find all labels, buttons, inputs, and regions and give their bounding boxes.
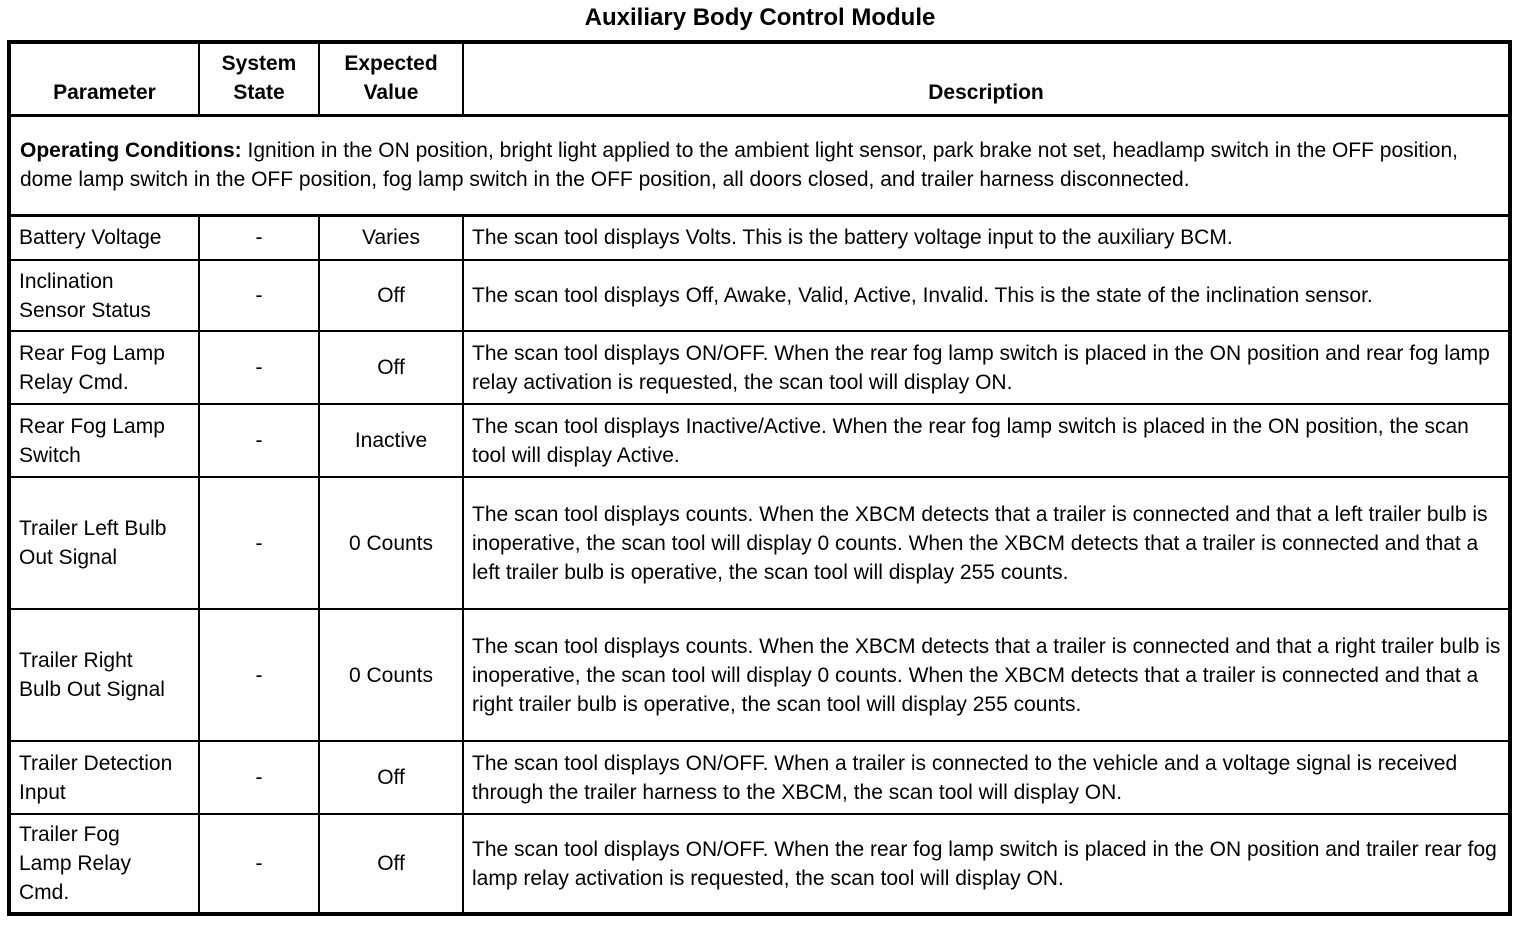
table-row: Trailer Left Bulb Out Signal - 0 Counts …	[8, 476, 1511, 610]
table-row: Rear Fog Lamp Switch - Inactive The scan…	[8, 403, 1511, 478]
system-state-cell: -	[198, 740, 320, 815]
operating-conditions-label: Operating Conditions:	[20, 139, 242, 162]
operating-conditions-text: Ignition in the ON position, bright ligh…	[20, 139, 1459, 191]
system-state-cell: -	[198, 476, 320, 610]
parameter-cell: Inclination Sensor Status	[8, 259, 200, 332]
column-header-system-state: System State	[198, 41, 320, 117]
system-state-cell: -	[198, 608, 320, 742]
expected-value-cell: 0 Counts	[318, 608, 464, 742]
description-cell: The scan tool displays ON/OFF. When a tr…	[462, 740, 1511, 815]
parameter-cell: Trailer Fog Lamp Relay Cmd.	[8, 813, 200, 915]
description-cell: The scan tool displays ON/OFF. When the …	[462, 330, 1511, 405]
parameter-cell: Trailer Right Bulb Out Signal	[8, 608, 200, 742]
description-cell: The scan tool displays Volts. This is th…	[462, 214, 1511, 261]
table-row: Battery Voltage - Varies The scan tool d…	[8, 214, 1511, 261]
expected-value-cell: Off	[318, 740, 464, 815]
parameters-table: Parameter System State Expected Value De…	[7, 40, 1512, 916]
column-header-parameter: Parameter	[8, 41, 200, 117]
header-row: Parameter System State Expected Value De…	[8, 41, 1511, 117]
table-row: Rear Fog Lamp Relay Cmd. - Off The scan …	[8, 330, 1511, 405]
page-title: Auxiliary Body Control Module	[584, 4, 936, 31]
table-row: Trailer Right Bulb Out Signal - 0 Counts…	[8, 608, 1511, 742]
description-cell: The scan tool displays counts. When the …	[462, 476, 1511, 610]
system-state-cell: -	[198, 813, 320, 915]
operating-conditions-cell: Operating Conditions: Ignition in the ON…	[8, 114, 1511, 217]
description-cell: The scan tool displays counts. When the …	[462, 608, 1511, 742]
expected-value-cell: Off	[318, 259, 464, 332]
parameter-cell: Trailer Detection Input	[8, 740, 200, 815]
description-cell: The scan tool displays Inactive/Active. …	[462, 403, 1511, 478]
column-header-expected-value: Expected Value	[318, 41, 464, 117]
expected-value-cell: 0 Counts	[318, 476, 464, 610]
system-state-cell: -	[198, 330, 320, 405]
system-state-cell: -	[198, 403, 320, 478]
operating-conditions-row: Operating Conditions: Ignition in the ON…	[8, 114, 1511, 217]
parameter-cell: Battery Voltage	[8, 214, 200, 261]
description-cell: The scan tool displays ON/OFF. When the …	[462, 813, 1511, 915]
description-cell: The scan tool displays Off, Awake, Valid…	[462, 259, 1511, 332]
table-row: Inclination Sensor Status - Off The scan…	[8, 259, 1511, 332]
table-row: Trailer Fog Lamp Relay Cmd. - Off The sc…	[8, 813, 1511, 915]
parameter-cell: Trailer Left Bulb Out Signal	[8, 476, 200, 610]
expected-value-cell: Varies	[318, 214, 464, 261]
parameter-cell: Rear Fog Lamp Relay Cmd.	[8, 330, 200, 405]
expected-value-cell: Off	[318, 813, 464, 915]
expected-value-cell: Inactive	[318, 403, 464, 478]
expected-value-cell: Off	[318, 330, 464, 405]
system-state-cell: -	[198, 214, 320, 261]
parameter-cell: Rear Fog Lamp Switch	[8, 403, 200, 478]
column-header-description: Description	[462, 41, 1511, 117]
table-row: Trailer Detection Input - Off The scan t…	[8, 740, 1511, 815]
system-state-cell: -	[198, 259, 320, 332]
